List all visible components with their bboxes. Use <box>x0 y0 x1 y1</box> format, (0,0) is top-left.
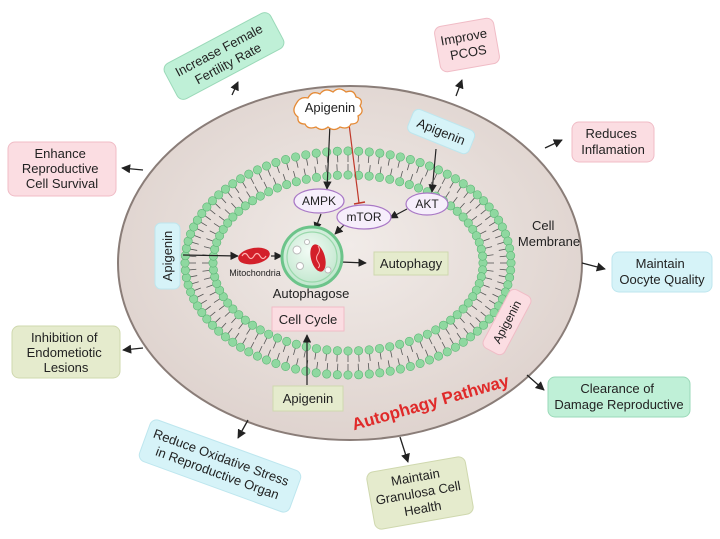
apigenin-bottom-node: Apigenin <box>273 386 343 411</box>
cell-cycle-node: Cell Cycle <box>272 307 344 331</box>
mtor-node: mTOR <box>337 205 391 229</box>
apigenin-left-label: Apigenin <box>160 231 175 282</box>
outcome-clearance-damage: Clearance of Damage Reproductive <box>548 377 690 417</box>
outcome-increase-fertility: Increase Female Fertility Rate <box>162 10 287 102</box>
akt-label: AKT <box>415 197 439 211</box>
ampk-node: AMPK <box>294 189 344 213</box>
autophagose-label: Autophagose <box>273 286 350 301</box>
ampk-label: AMPK <box>302 194 336 208</box>
akt-node: AKT <box>406 193 448 215</box>
cell-cycle-label: Cell Cycle <box>279 312 338 327</box>
outcome-reduces-inflammation: Reduces Inflamation <box>572 122 654 162</box>
outcome-enhance-survival: Enhance Reproductive Cell Survival <box>8 142 116 196</box>
svg-text:Reduces Inflamation: Reduces Inflamation <box>581 126 645 157</box>
outcome-maintain-granulosa: Maintain Granulosa Cell Health <box>366 456 475 530</box>
autophagy-label: Autophagy <box>380 256 443 271</box>
apigenin-bottom-label: Apigenin <box>283 391 334 406</box>
mtor-label: mTOR <box>346 210 381 224</box>
outcome-improve-pcos: Improve PCOS <box>433 17 500 73</box>
apigenin-top-label: Apigenin <box>305 100 356 115</box>
outcome-inhibition-lesions: Inhibition of Endometiotic Lesions <box>12 326 120 378</box>
autophagy-node: Autophagy <box>374 252 448 275</box>
outcome-maintain-oocyte: Maintain Oocyte Quality <box>612 252 712 292</box>
apigenin-left-node: Apigenin <box>155 223 180 289</box>
autophagosome-vesicle <box>282 227 342 287</box>
outcome-reduce-stress: Reduce Oxidative Stress in Reproductive … <box>137 418 302 514</box>
mitochondria-label: Mitochondria <box>229 268 281 278</box>
